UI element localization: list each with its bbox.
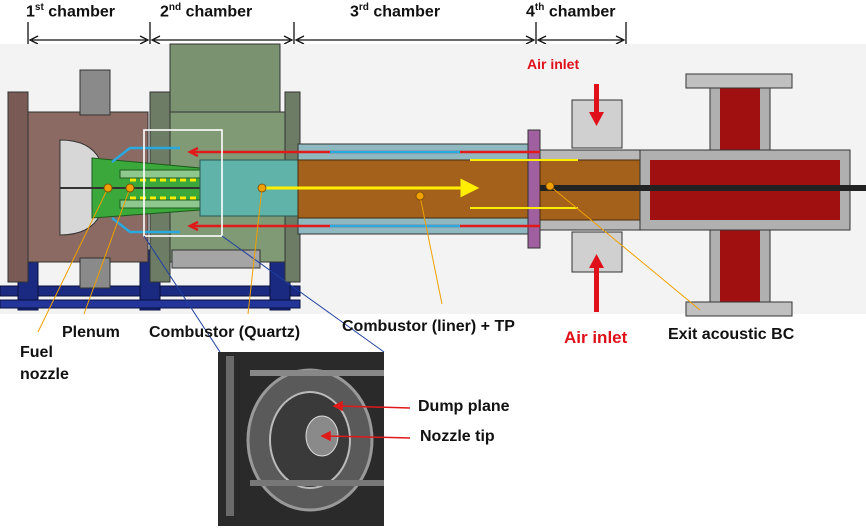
nozzle-assembly xyxy=(60,157,201,219)
exit-bc-label: Exit acoustic BC xyxy=(668,326,795,343)
chamber-2-label: 2nd chamber xyxy=(160,2,253,21)
dump-plane-label: Dump plane xyxy=(418,398,510,415)
plenum-label: Plenum xyxy=(62,324,120,341)
fuel-nozzle-label-line1: Fuel xyxy=(20,344,53,361)
marker-quartz xyxy=(257,183,267,193)
marker-dots xyxy=(103,181,555,201)
air-inlet-top-label: Air inlet xyxy=(527,56,580,72)
leader-lines xyxy=(37,185,701,333)
inset-photo xyxy=(218,352,384,526)
combustor-quartz-label: Combustor (Quartz) xyxy=(149,324,301,341)
inset-highlight-box xyxy=(143,129,223,237)
marker-liner xyxy=(415,191,425,201)
chamber-1-label: 1st chamber xyxy=(26,2,115,21)
fuel-nozzle-label-line2: nozzle xyxy=(20,366,69,383)
inset-pointers xyxy=(320,400,411,442)
blue-flow-arrows xyxy=(111,146,460,234)
marker-exit-bc xyxy=(545,181,555,191)
chamber-3-label: 3rd chamber xyxy=(350,2,441,21)
air-inlet-arrows xyxy=(589,84,604,312)
nozzle-tip-label: Nozzle tip xyxy=(420,428,495,445)
combustor-liner-label: Combustor (liner) + TP xyxy=(342,318,515,335)
yellow-flow-arrows xyxy=(130,159,578,209)
chamber-4-label: 4th chamber xyxy=(526,2,616,21)
marker-fuel-nozzle xyxy=(103,183,113,193)
air-inlet-bottom-label: Air inlet xyxy=(564,328,628,347)
marker-plenum xyxy=(125,183,135,193)
exit-cross xyxy=(540,73,866,317)
